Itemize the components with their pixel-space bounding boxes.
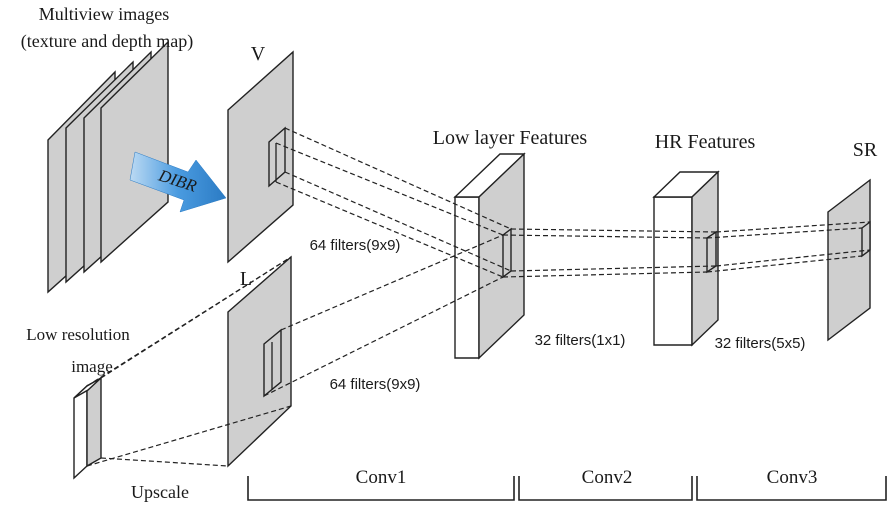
low-layer-block (453, 152, 526, 360)
filters-conv3-label: 32 filters(5x5) (715, 335, 806, 352)
multiview-stack (47, 40, 169, 294)
conv3-label: Conv3 (767, 467, 818, 488)
conv2-label: Conv2 (582, 467, 633, 488)
hr-label: HR Features (655, 131, 756, 153)
multiview-plane-4 (100, 40, 169, 264)
conv-brackets (247, 476, 887, 501)
filters-l-label: 64 filters(9x9) (330, 376, 421, 393)
connection-lines (86, 127, 871, 467)
low-res-label-2: image (71, 357, 113, 376)
v-plane (227, 50, 294, 264)
v-label: V (251, 43, 266, 65)
l-label: L (240, 268, 252, 290)
filters-conv2-label: 32 filters(1x1) (535, 332, 626, 349)
low-res-label-1: Low resolution (26, 325, 130, 344)
conv1-label: Conv1 (356, 467, 407, 488)
hr-block (652, 170, 720, 347)
sr-label: SR (853, 139, 878, 161)
upscale-label: Upscale (131, 482, 189, 502)
dibr-arrow: DIBR (129, 151, 227, 213)
multiview-subtitle: (texture and depth map) (21, 31, 193, 52)
low-res-box (73, 376, 102, 480)
filters-v-label: 64 filters(9x9) (310, 237, 401, 254)
multiview-title: Multiview images (39, 4, 169, 24)
sr-plane (827, 178, 871, 342)
low-layer-label: Low layer Features (433, 127, 588, 149)
